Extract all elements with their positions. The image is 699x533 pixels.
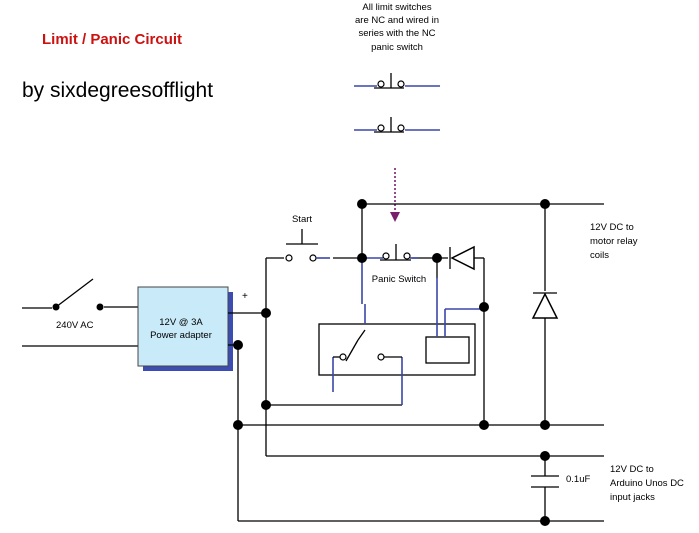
author-credit: by sixdegreesofflight: [22, 79, 213, 102]
flyback-diode: [449, 245, 475, 271]
start-switch: Start: [285, 214, 362, 262]
adapter-rating: 12V @ 3A: [159, 317, 203, 328]
relay-output-line-2: motor relay: [590, 236, 638, 247]
diagram-title: Limit / Panic Circuit: [42, 31, 182, 48]
relay-output-label: 12V DC to motor relay coils: [590, 222, 638, 261]
ac-input-switch: 240V AC: [22, 278, 139, 347]
start-label: Start: [292, 214, 312, 225]
limit-switch-note: All limit switches are NC and wired in s…: [355, 2, 439, 53]
arduino-output-label: 12V DC to Arduino Unos DC input jacks: [610, 464, 684, 503]
junctions: [233, 199, 550, 526]
limit-switch-2: [354, 117, 440, 133]
power-adapter: 12V @ 3A Power adapter: [137, 286, 233, 371]
panic-switch: Panic Switch: [362, 244, 426, 285]
coil-diode: [531, 292, 559, 319]
relay-output-line-3: coils: [590, 250, 609, 261]
note-line-3: series with the NC: [358, 28, 435, 39]
capacitor: 0.1uF: [531, 474, 590, 488]
note-line-2: are NC and wired in: [355, 15, 439, 26]
capacitor-value: 0.1uF: [566, 474, 590, 485]
positive-terminal-label: +: [242, 291, 248, 302]
arduino-output-line-1: 12V DC to: [610, 464, 654, 475]
note-line-1: All limit switches: [362, 2, 431, 13]
adapter-name: Power adapter: [150, 330, 212, 341]
limit-switch-1: [354, 73, 440, 89]
relay: [318, 258, 484, 405]
panic-switch-label: Panic Switch: [372, 274, 426, 285]
note-line-4: panic switch: [371, 42, 423, 53]
ac-input-label: 240V AC: [56, 320, 94, 331]
arduino-output-line-3: input jacks: [610, 492, 655, 503]
arduino-output-line-2: Arduino Unos DC: [610, 478, 684, 489]
series-arrow: [390, 168, 400, 222]
relay-output-line-1: 12V DC to: [590, 222, 634, 233]
